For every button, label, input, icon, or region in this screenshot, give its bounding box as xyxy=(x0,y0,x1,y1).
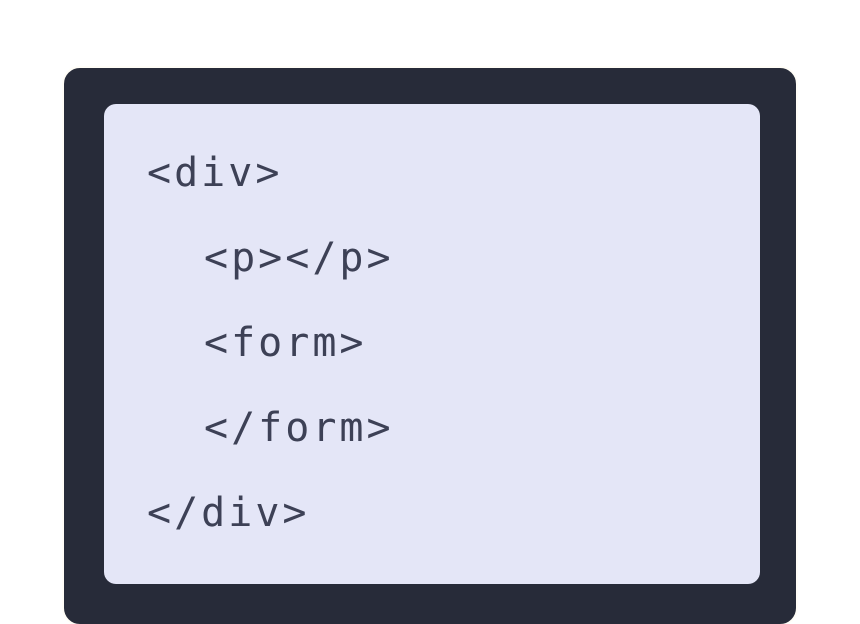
code-line: <p></p> xyxy=(204,235,394,281)
code-lines: <div> <p></p> <form> </form> </div> xyxy=(147,131,760,556)
code-card: <div> <p></p> <form> </form> </div> xyxy=(62,66,798,624)
code-panel: <div> <p></p> <form> </form> </div> xyxy=(104,104,760,584)
code-line: <form> xyxy=(204,320,367,366)
code-line: <div> xyxy=(147,150,283,196)
code-line: </div> xyxy=(147,490,310,536)
code-line: </form> xyxy=(204,405,394,451)
